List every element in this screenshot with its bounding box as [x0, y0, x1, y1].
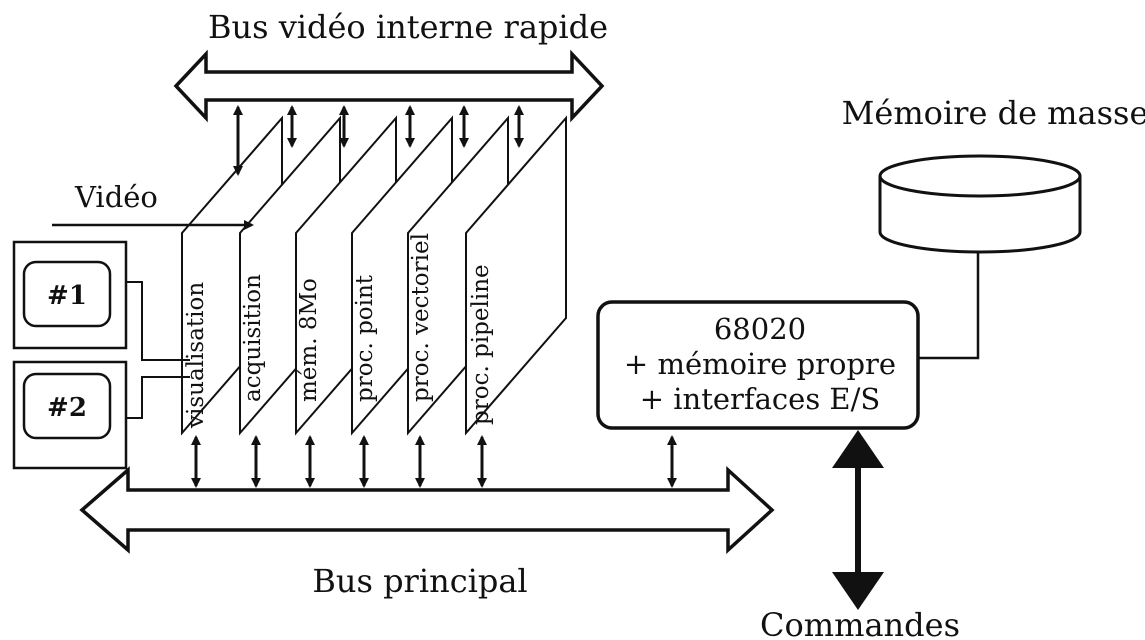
cpu-line3: + interfaces E/S [640, 382, 880, 416]
main-bus-links [191, 435, 677, 488]
monitor-links [126, 281, 190, 419]
card-label-proc-vector: proc. vectoriel [408, 233, 434, 402]
cpu-box: 68020 + mémoire propre + interfaces E/S [596, 300, 920, 430]
card-proc-pipeline [465, 115, 567, 436]
commands-arrow [832, 430, 884, 610]
internal-bus-arrow [173, 49, 605, 123]
monitor-1-label: #1 [47, 281, 87, 311]
storage-link [918, 252, 980, 360]
main-bus-arrow [79, 466, 775, 554]
commands-label: Commandes [760, 606, 960, 640]
card-label-proc-pipeline: proc. pipeline [468, 264, 494, 425]
internal-bus-label: Bus vidéo interne rapide [208, 8, 608, 46]
mass-storage-cylinder [878, 154, 1082, 254]
video-label: Vidéo [74, 180, 158, 214]
monitor-2: #2 [12, 360, 128, 470]
monitor-2-label: #2 [47, 393, 87, 423]
mass-storage-label: Mémoire de masse [842, 94, 1145, 132]
monitor-1: #1 [12, 240, 128, 350]
cpu-line1: 68020 [714, 312, 806, 346]
card-label-proc-point: proc. point [352, 274, 378, 402]
internal-bus-links [233, 105, 524, 176]
card-label-visualisation: visualisation [183, 282, 209, 429]
cpu-line2: + mémoire propre [624, 347, 896, 381]
card-label-memory: mém. 8Mo [296, 278, 322, 402]
card-label-acquisition: acquisition [240, 274, 266, 402]
main-bus-label: Bus principal [312, 562, 527, 600]
